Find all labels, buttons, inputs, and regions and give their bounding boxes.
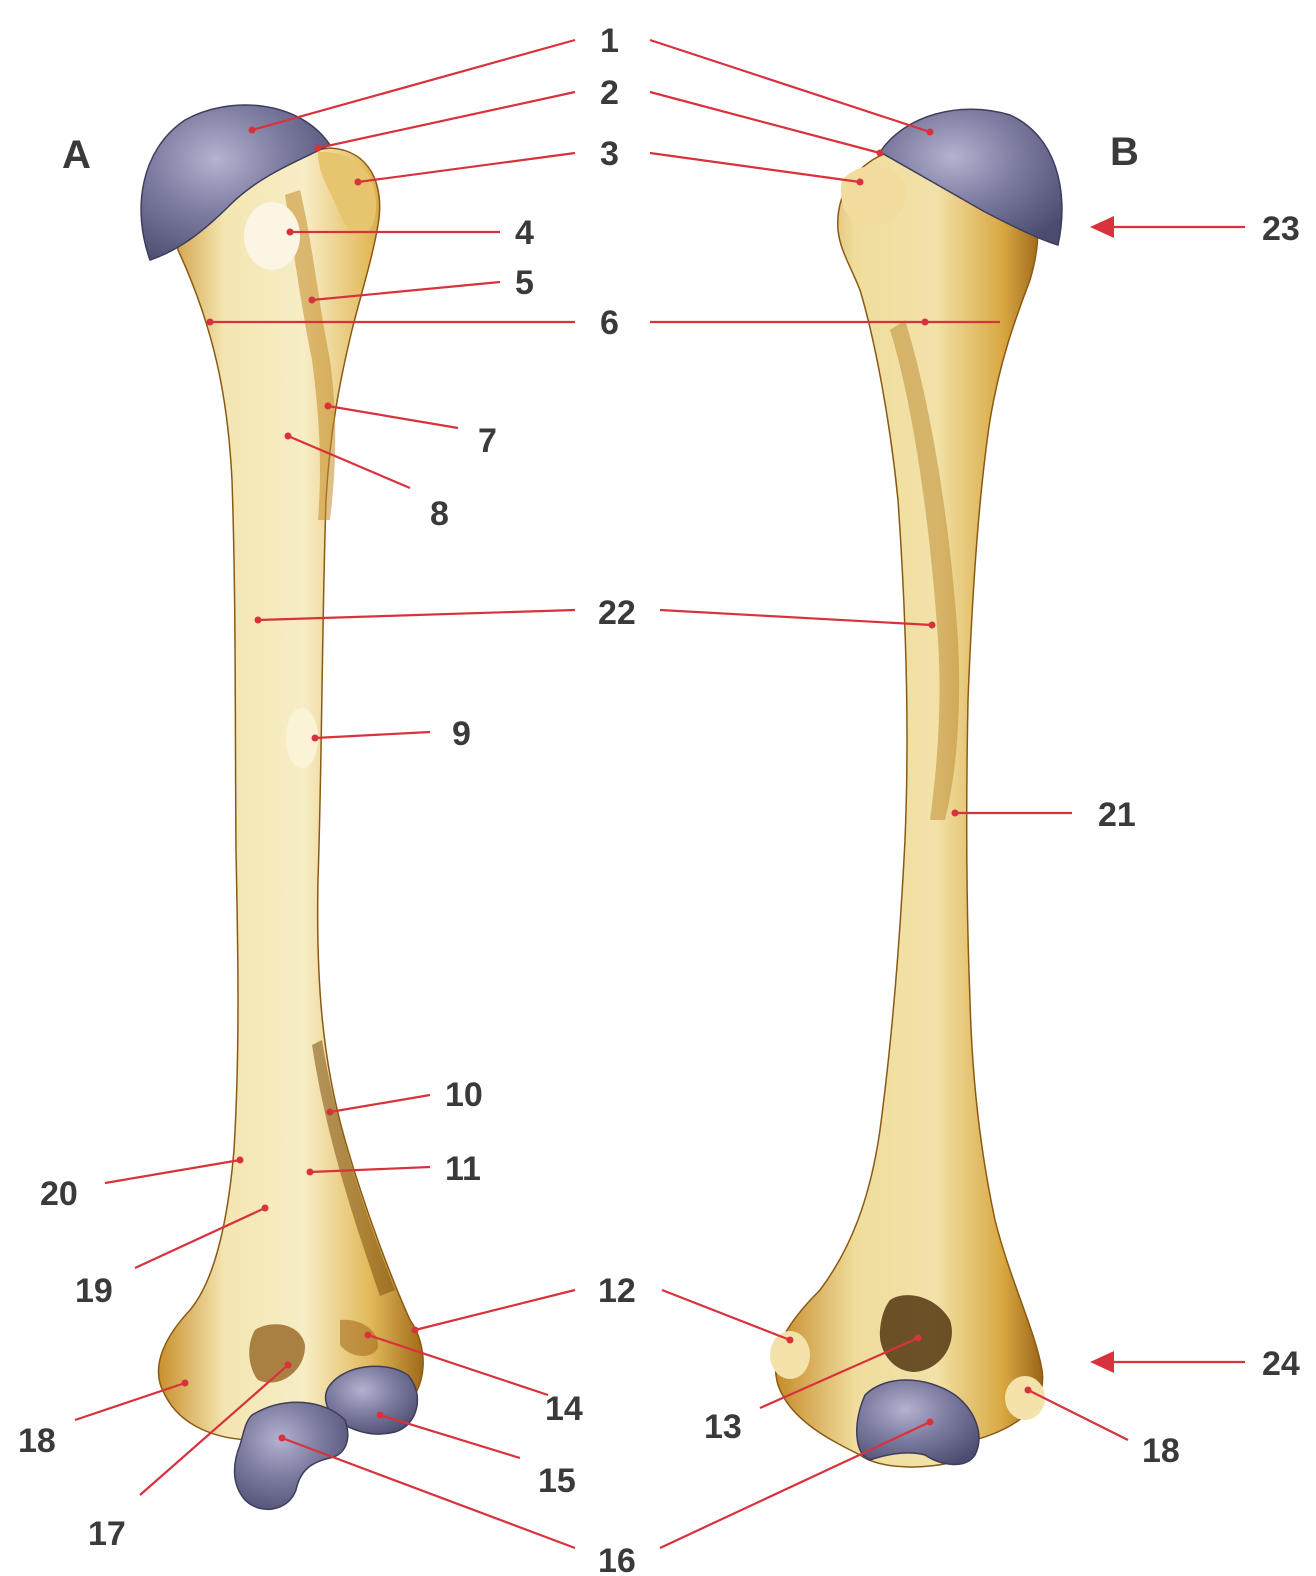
label-19: 19 xyxy=(75,1272,113,1310)
label-18-posterior: 18 xyxy=(1142,1432,1180,1470)
label-8: 8 xyxy=(430,495,449,533)
label-12: 12 xyxy=(598,1272,636,1310)
label-20: 20 xyxy=(40,1175,78,1213)
humerus-anterior-shaft xyxy=(158,148,423,1440)
label-6: 6 xyxy=(600,304,619,342)
label-9: 9 xyxy=(452,715,471,753)
lateral-epicondyle-posterior xyxy=(1005,1376,1045,1420)
label-3: 3 xyxy=(600,135,619,173)
arrow-24-icon xyxy=(1090,1351,1114,1373)
humerus-posterior-view xyxy=(770,109,1062,1467)
reference-arrows xyxy=(1090,216,1245,1373)
label-14: 14 xyxy=(545,1390,583,1428)
label-18-anterior: 18 xyxy=(18,1422,56,1460)
label-17: 17 xyxy=(88,1515,126,1553)
arrow-23-icon xyxy=(1090,216,1114,238)
label-2: 2 xyxy=(600,74,619,112)
label-11: 11 xyxy=(445,1150,481,1188)
label-22: 22 xyxy=(598,594,636,632)
lesser-tubercle xyxy=(244,202,300,270)
humerus-anterior-view xyxy=(141,105,423,1509)
label-1: 1 xyxy=(600,22,619,60)
label-16: 16 xyxy=(598,1542,636,1576)
label-4: 4 xyxy=(515,214,534,252)
label-5: 5 xyxy=(515,264,534,302)
label-21: 21 xyxy=(1098,796,1136,834)
label-23: 23 xyxy=(1262,210,1300,248)
label-13: 13 xyxy=(704,1408,742,1446)
view-label-b: B xyxy=(1110,130,1139,174)
label-10: 10 xyxy=(445,1076,483,1114)
view-label-a: A xyxy=(62,133,91,177)
label-15: 15 xyxy=(538,1462,576,1500)
label-7: 7 xyxy=(478,422,497,460)
label-24: 24 xyxy=(1262,1345,1300,1383)
